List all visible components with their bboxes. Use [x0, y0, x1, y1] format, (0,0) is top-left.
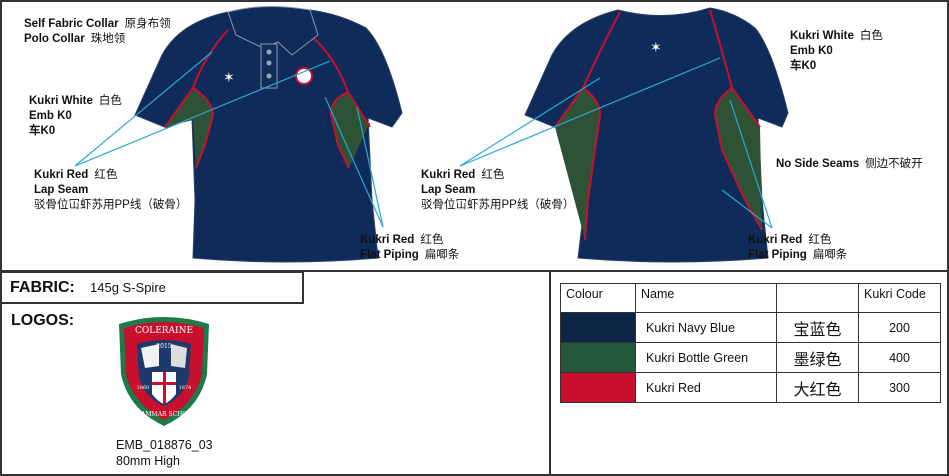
- colour-swatch-navy: [560, 312, 636, 343]
- front-left-panel: [165, 88, 213, 168]
- front-collar: [227, 5, 319, 56]
- logo-caption: EMB_018876_03 80mm High: [116, 437, 213, 469]
- kukri-logo-icon: ✶: [223, 70, 235, 86]
- svg-text:GRAMMAR SCHOOL: GRAMMAR SCHOOL: [132, 411, 196, 418]
- fabric-value: 145g S-Spire: [90, 280, 166, 295]
- svg-text:1860: 1860: [137, 385, 150, 391]
- colour-swatch-green: [560, 342, 636, 373]
- colour-swatch-red: [560, 372, 636, 403]
- logos-label: LOGOS:: [11, 312, 75, 329]
- back-polo-shirt: ✶: [524, 7, 789, 263]
- logo-size: 80mm High: [116, 454, 180, 468]
- panel-divider: [549, 271, 551, 476]
- back-kukri-logo-icon: ✶: [650, 40, 662, 56]
- school-crest-logo: COLERAINE 2015 1860 1874 GRAMMAR SCHOOL: [119, 317, 209, 426]
- svg-text:COLERAINE: COLERAINE: [135, 326, 193, 336]
- svg-text:2015: 2015: [156, 343, 171, 350]
- front-polo-shirt: ✶: [134, 5, 403, 263]
- logo-code: EMB_018876_03: [116, 438, 213, 452]
- section-divider: [0, 270, 949, 272]
- svg-text:1874: 1874: [179, 385, 192, 391]
- placket: [260, 43, 278, 89]
- callout-lines: [74, 51, 773, 229]
- fabric-label: FABRIC:: [10, 278, 75, 296]
- chest-crest-icon: [295, 67, 313, 85]
- front-body: [134, 9, 403, 263]
- fabric-box: FABRIC: 145g S-Spire: [0, 271, 304, 304]
